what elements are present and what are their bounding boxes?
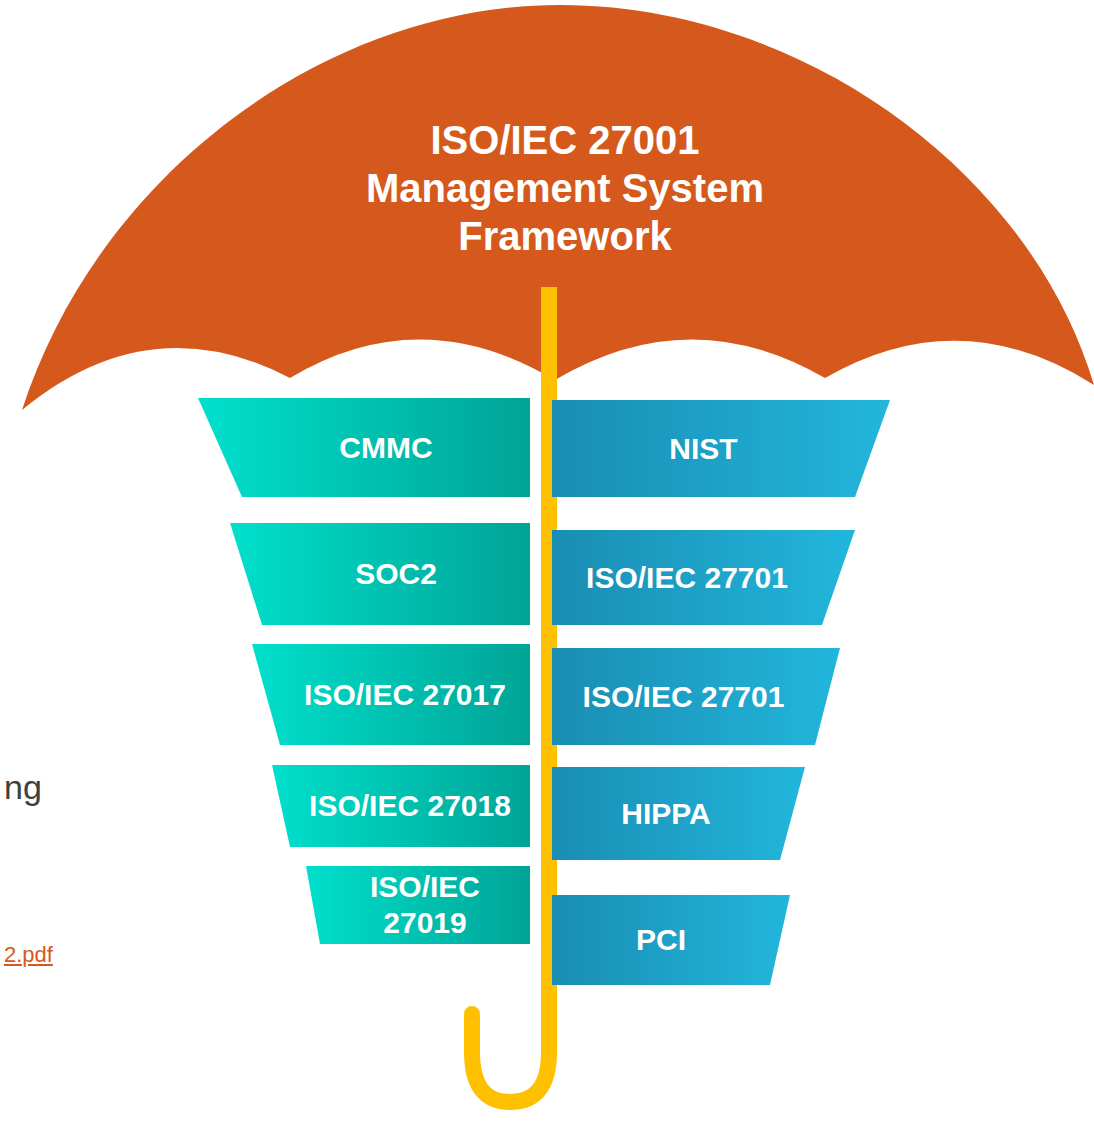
band-fill [272, 765, 530, 847]
framework-band: ISO/IEC 27017 [252, 644, 530, 745]
band-fill [552, 895, 790, 985]
framework-band: ISO/IEC 27701 [552, 648, 840, 745]
text-fragment: ng [4, 768, 42, 807]
framework-title: ISO/IEC 27001 Management System Framewor… [340, 116, 790, 260]
framework-name: ISO/IEC 27018 [309, 788, 511, 824]
framework-band: SOC2 [230, 523, 530, 625]
text-area: ISO/IEC 27017 [286, 644, 524, 745]
framework-name: ISO/IEC 27017 [304, 677, 506, 713]
text-area: CMMC [248, 398, 524, 497]
canopy-fabric [22, 5, 1094, 410]
framework-name: SOC2 [355, 556, 437, 592]
framework-band: ISO/IEC 27019 [306, 866, 530, 944]
band-fill [252, 644, 530, 745]
framework-band: NIST [552, 400, 890, 497]
text-area: HIPPA [558, 767, 774, 860]
band-fill [230, 523, 530, 625]
band-fill [552, 767, 805, 860]
umbrella-canopy: ISO/IEC 27001 Management System Framewor… [0, 0, 1094, 420]
text-area: ISO/IEC 27001 Management System Framewor… [340, 100, 790, 275]
band-fill [552, 400, 890, 497]
framework-band: CMMC [198, 398, 530, 497]
text-area: NIST [558, 400, 849, 497]
text-area: ISO/IEC 27019 [326, 866, 524, 944]
framework-band: PCI [552, 895, 790, 985]
text-area: ISO/IEC 27018 [296, 765, 524, 847]
framework-name: ISO/IEC 27701 [586, 560, 788, 596]
framework-name: ISO/IEC 27701 [583, 679, 785, 715]
canopy-shape [0, 0, 1094, 420]
text-area: ISO/IEC 27701 [558, 530, 816, 625]
framework-band: ISO/IEC 27018 [272, 765, 530, 847]
text-area: ISO/IEC 27701 [558, 648, 809, 745]
band-fill [552, 648, 840, 745]
band-fill [198, 398, 530, 497]
text-area: PCI [558, 895, 764, 985]
framework-band: ISO/IEC 27701 [552, 530, 855, 625]
framework-name: PCI [636, 922, 686, 958]
band-fill [552, 530, 855, 625]
pole-top [541, 287, 557, 385]
framework-name: NIST [669, 431, 737, 467]
band-fill [306, 866, 530, 944]
framework-name: CMMC [339, 430, 432, 466]
framework-band: HIPPA [552, 767, 805, 860]
framework-name: HIPPA [621, 796, 710, 832]
framework-name: ISO/IEC 27019 [326, 869, 524, 941]
text-area: SOC2 [268, 523, 524, 625]
link-fragment: 2.pdf [4, 942, 53, 968]
